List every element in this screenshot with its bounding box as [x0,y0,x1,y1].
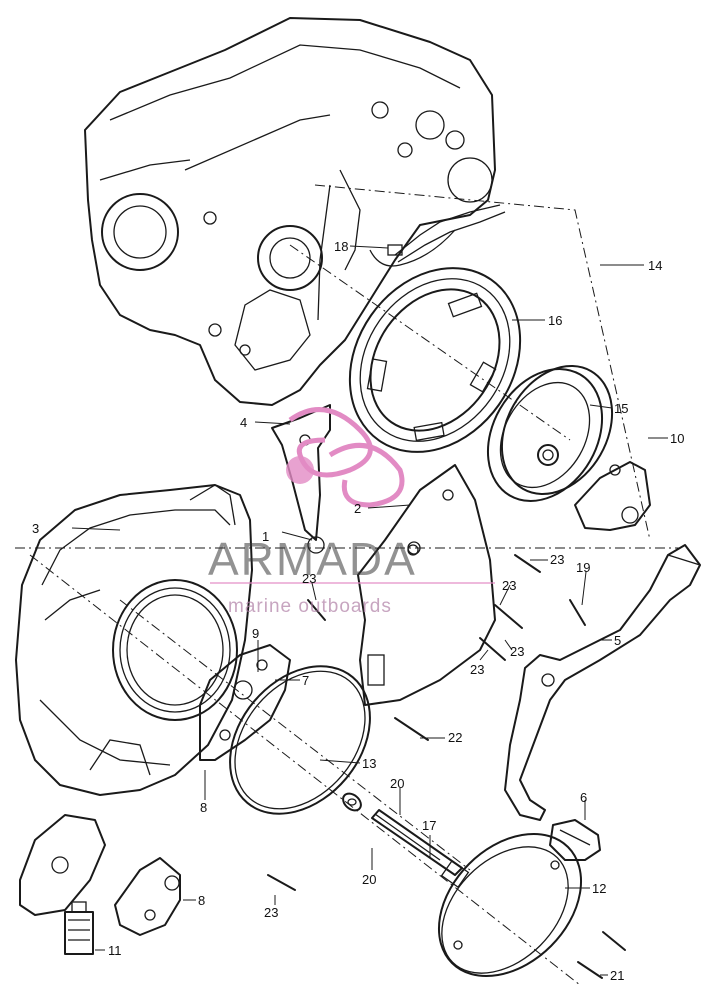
brush-holder-7 [199,644,291,761]
kick-lever-5 [504,544,701,821]
callout-labels: 1 2 3 4 5 6 7 8 8 9 10 11 12 13 14 15 16… [32,239,684,983]
outer-cover-12 [437,832,583,978]
callout-23-a: 23 [302,571,316,586]
callout-7: 7 [302,673,309,688]
grommet-6 [549,819,601,861]
stator-coil-16 [348,267,522,453]
watermark-title: ARMADA [208,533,417,585]
flywheel-rotor-15 [486,365,614,502]
cover-plate-2 [357,464,496,706]
callout-5: 5 [614,633,621,648]
contact-breaker-8 [114,857,181,936]
callout-21: 21 [610,968,624,983]
callout-9: 9 [252,626,259,641]
wire-harness [369,204,506,267]
callout-10: 10 [670,431,684,446]
callout-3: 3 [32,521,39,536]
callout-18: 18 [334,239,348,254]
callout-20-lower: 20 [362,872,376,887]
callout-23-b: 23 [550,552,564,567]
callout-13: 13 [362,756,376,771]
callout-20-upper: 20 [390,776,404,791]
engine-crankcase [84,17,496,406]
callout-4: 4 [240,415,247,430]
callout-12: 12 [592,881,606,896]
watermark-subtitle: marine outboards [228,596,392,617]
callout-16: 16 [548,313,562,328]
callout-17: 17 [422,818,436,833]
callout-23-e: 23 [470,662,484,677]
washer-20 [342,792,362,812]
leader-lines [71,245,668,976]
callout-23-d: 23 [510,644,524,659]
callout-11: 11 [108,943,122,958]
callout-2: 2 [354,501,361,516]
callout-22: 22 [448,730,462,745]
pulser-sensor-10 [574,461,651,531]
assembly-lines [15,184,680,986]
callout-1: 1 [262,529,269,544]
o-ring-13 [229,665,371,815]
callout-8-upper: 8 [200,800,207,815]
bolt-17 [371,809,470,889]
ignition-coil-11 [64,901,94,955]
crankcase-cover-3 [15,484,253,796]
screws-23 [267,536,626,979]
armada-watermark: ARMADA marine outboards [208,407,495,617]
callout-19: 19 [576,560,590,575]
armada-logo-icon [286,407,405,508]
callout-14: 14 [648,258,662,273]
callout-6: 6 [580,790,587,805]
callout-15: 15 [614,401,628,416]
callout-23-c: 23 [502,578,516,593]
plate-8-lower [19,814,106,916]
callout-23-f: 23 [264,905,278,920]
callout-8-lower: 8 [198,893,205,908]
